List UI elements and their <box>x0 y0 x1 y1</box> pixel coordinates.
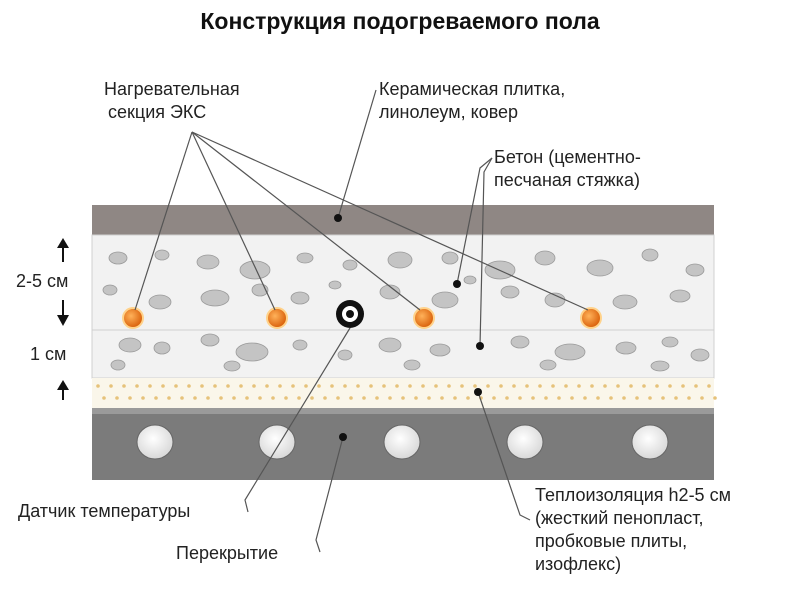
dimension-screed-bottom: 1 см <box>30 344 67 364</box>
page-title: Конструкция подогреваемого пола <box>200 8 600 34</box>
slab-holes <box>136 424 669 460</box>
heating-cables <box>122 307 602 329</box>
aggregate-stones <box>102 248 710 372</box>
heating-section-label: Нагревательная секция ЭКС <box>104 79 240 122</box>
insulation-layer <box>92 378 714 408</box>
temperature-sensor <box>336 300 364 328</box>
finish-layer <box>92 205 714 235</box>
insulation-dots <box>96 384 717 400</box>
slab-label: Перекрытие <box>176 543 279 563</box>
screed-lower-layer <box>91 329 715 379</box>
leader-dots <box>334 214 484 441</box>
finish-label: Керамическая плитка, линолеум, ковер <box>379 79 566 122</box>
dimension-screed-top: 2-5 см <box>16 271 69 291</box>
screed-upper-layer <box>91 234 715 331</box>
concrete-label: Бетон (цементно- песчаная стяжка) <box>494 147 641 190</box>
dimension-arrows <box>57 238 69 400</box>
insulation-label: Теплоизоляция h2-5 см (жесткий пенопласт… <box>535 485 731 574</box>
sensor-label: Датчик температуры <box>18 501 191 521</box>
leader-lines <box>134 89 589 553</box>
